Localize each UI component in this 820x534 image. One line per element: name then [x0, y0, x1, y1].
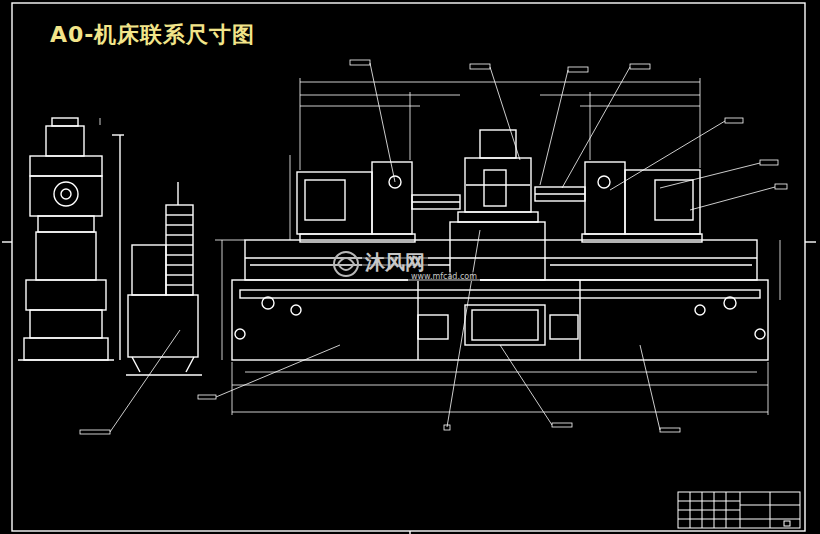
watermark-url: www.mfcad.com [408, 272, 480, 281]
drawing-title: A0-机床联系尺寸图 [50, 20, 255, 50]
